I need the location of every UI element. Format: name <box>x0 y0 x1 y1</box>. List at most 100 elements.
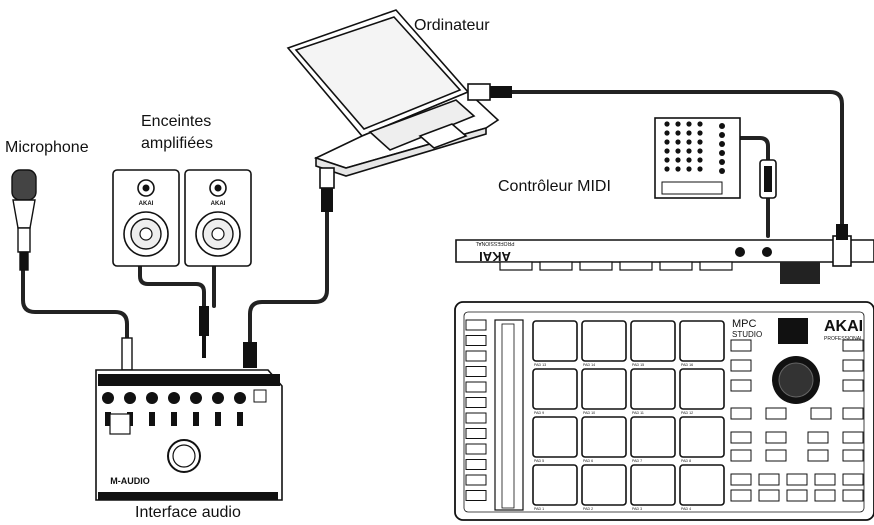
midi-knob <box>675 157 681 163</box>
mpc-left-button <box>465 350 487 362</box>
mpc-right-button <box>814 473 836 486</box>
mpc-right-button <box>765 407 787 420</box>
midi-knob <box>686 166 692 172</box>
speaker-left-brand: AKAI <box>139 201 154 207</box>
mpc-right-button <box>842 407 864 420</box>
interface-knob <box>190 392 202 404</box>
midi-knob <box>697 157 703 163</box>
midi-knob <box>686 157 692 163</box>
midi-knob-side <box>719 150 725 156</box>
mpc-left-button <box>465 412 487 424</box>
mpc-pad <box>679 464 725 506</box>
mpc-pad-label: PAD 5 <box>534 459 544 463</box>
mpc-right-button <box>730 407 752 420</box>
mpc-pad-label: PAD 9 <box>534 411 544 415</box>
midi-knob <box>686 121 692 127</box>
mpc-right-button <box>758 489 780 502</box>
mpc-left-button <box>465 490 487 501</box>
label-computer: Ordinateur <box>414 17 490 34</box>
interface-slider <box>105 412 111 426</box>
mpc-pad-label: PAD 2 <box>583 507 593 511</box>
midi-knob <box>664 148 670 154</box>
interface-knob <box>234 392 246 404</box>
mpc-left-button <box>465 459 487 470</box>
mpc-left-button <box>465 335 487 346</box>
mpc-right-button <box>730 339 752 352</box>
mpc-right-button <box>730 449 752 462</box>
label-audio-interface: Interface audio <box>135 504 241 521</box>
mpc-left-button <box>465 474 487 486</box>
midi-knob <box>675 148 681 154</box>
mpc-pad <box>581 320 627 362</box>
mpc-side-foot <box>699 261 733 271</box>
interface-brand: M-AUDIO <box>110 476 150 486</box>
mpc-pad-label: PAD 1 <box>534 507 544 511</box>
midi-knob <box>664 130 670 136</box>
mpc-right-button <box>807 431 829 444</box>
label-microphone: Microphone <box>5 139 89 156</box>
mpc-right-button <box>842 449 864 462</box>
speaker-left <box>112 169 180 267</box>
mpc-right-button <box>786 473 808 486</box>
mpc-pad-label: PAD 8 <box>681 459 691 463</box>
mpc-left-button <box>465 443 487 455</box>
mpc-right-button <box>807 449 829 462</box>
cables <box>21 90 844 344</box>
mpc-right-button <box>842 379 864 392</box>
mpc-pad <box>581 464 627 506</box>
midi-controller <box>654 117 741 199</box>
interface-slider <box>193 412 199 426</box>
mpc-pad-label: PAD 14 <box>583 363 595 367</box>
mpc-pad <box>630 320 676 362</box>
mpc-right-button <box>786 489 808 502</box>
mpc-right-button <box>730 431 752 444</box>
usb-plug-to-interface <box>319 167 335 212</box>
mpc-pad <box>630 416 676 458</box>
mpc-left-button <box>465 428 487 439</box>
interface-knob <box>124 392 136 404</box>
mpc-logo-mpc: MPC <box>732 318 757 330</box>
mpc-right-button <box>730 489 752 502</box>
mpc-right-button <box>758 473 780 486</box>
mpc-right-button <box>842 339 864 352</box>
mpc-left-button <box>465 397 487 408</box>
interface-plugs <box>121 306 257 371</box>
midi-knob <box>697 148 703 154</box>
label-speakers-line1: Enceintes <box>141 113 212 130</box>
mpc-left-button <box>465 319 487 331</box>
mpc-right-button <box>765 431 787 444</box>
mpc-left-button <box>465 366 487 377</box>
mpc-side-foot <box>659 261 693 271</box>
label-midi-controller: Contrôleur MIDI <box>498 178 611 195</box>
mpc-side-foot <box>579 261 613 271</box>
mpc-pad <box>679 368 725 410</box>
mpc-right-button <box>765 449 787 462</box>
midi-knob-side <box>719 132 725 138</box>
interface-knob <box>102 392 114 404</box>
mpc-right-button <box>730 379 752 392</box>
midi-knob <box>686 139 692 145</box>
interface-button <box>253 389 267 403</box>
mpc-pad-label: PAD 10 <box>583 411 595 415</box>
interface-slider <box>215 412 221 426</box>
mpc-side-foot <box>499 261 533 271</box>
midi-knob <box>686 130 692 136</box>
mpc-left-button <box>465 381 487 393</box>
mpc-pad <box>532 368 578 410</box>
mpc-pad <box>679 416 725 458</box>
cable-usb-computer <box>248 210 329 344</box>
interface-slider <box>237 412 243 426</box>
cable-microphone <box>21 266 129 340</box>
mpc-right-button <box>842 431 864 444</box>
mpc-pad <box>532 416 578 458</box>
midi-knob-side <box>719 159 725 165</box>
interface-knob <box>212 392 224 404</box>
mpc-pad <box>532 320 578 362</box>
mpc-right-button <box>842 359 864 372</box>
mpc-logo-akai: AKAI <box>824 318 863 335</box>
midi-knob-side <box>719 168 725 174</box>
interface-slider <box>171 412 177 426</box>
midi-knob <box>697 166 703 172</box>
mpc-right-button <box>730 359 752 372</box>
